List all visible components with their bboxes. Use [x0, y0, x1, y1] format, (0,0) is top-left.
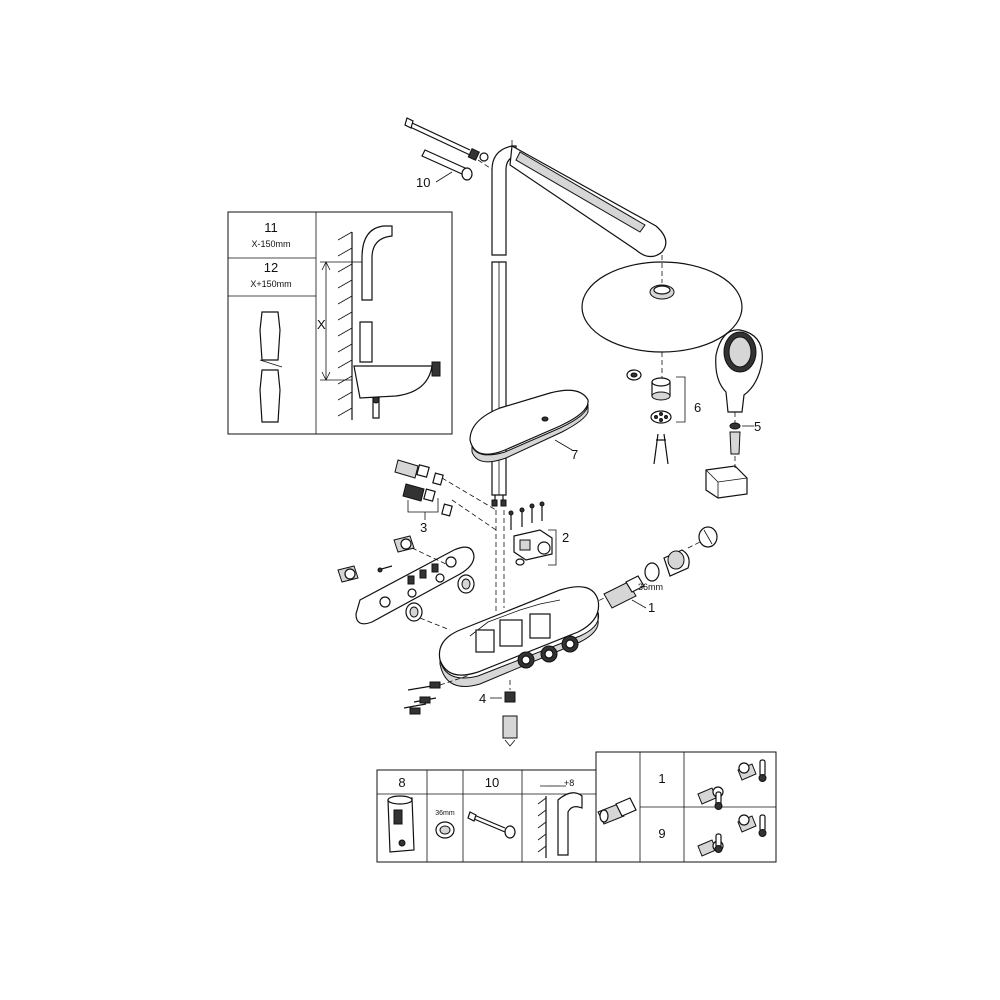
hot-cold-thermometer-icon: [714, 814, 767, 853]
wall-fixing-set: [404, 117, 494, 181]
diverter-valve: [508, 501, 557, 566]
valve-connectors-left: [337, 535, 475, 631]
rail-length-detail-box: [227, 211, 453, 435]
head-shower-parts: [626, 369, 686, 465]
callout-4: 4: [479, 691, 486, 706]
callout-3: 3: [420, 520, 427, 535]
callout-5: 5: [754, 419, 761, 434]
filter-nut: [502, 680, 518, 747]
shower-arm: [509, 140, 667, 258]
accessory-offset-label: +8: [564, 778, 574, 788]
hand-shower: [715, 329, 763, 455]
callout-1: 1: [648, 600, 655, 615]
accessories-panel: [376, 751, 777, 863]
accessory-item-9: 9: [658, 826, 665, 841]
hot-cold-thermometer-icon: [714, 759, 767, 810]
detail-item-12-size: X+150mm: [250, 279, 291, 289]
accessory-item-1: 1: [658, 771, 665, 786]
accessory-wrench-size: 36mm: [435, 810, 455, 817]
hand-shower-holder: [705, 456, 748, 499]
accessory-item-10: 10: [485, 775, 499, 790]
detail-item-11: 11: [264, 220, 278, 235]
wall-screws: [403, 674, 471, 715]
accessory-item-8: 8: [398, 775, 405, 790]
wrench-size-label: 36mm: [638, 582, 663, 592]
head-shower: [581, 255, 743, 378]
dimension-x-label: X: [317, 317, 326, 332]
detail-item-11-size: X-150mm: [251, 239, 290, 249]
callout-7: 7: [571, 447, 578, 462]
detail-item-12: 12: [264, 260, 278, 275]
cartridge-set: [394, 459, 497, 531]
thermostat-body: [438, 510, 600, 687]
supply-connection: [591, 526, 718, 609]
control-panel: [355, 546, 475, 625]
glass-shelf: [469, 389, 589, 463]
callout-6: 6: [694, 400, 701, 415]
callout-10: 10: [416, 175, 430, 190]
callout-2: 2: [562, 530, 569, 545]
